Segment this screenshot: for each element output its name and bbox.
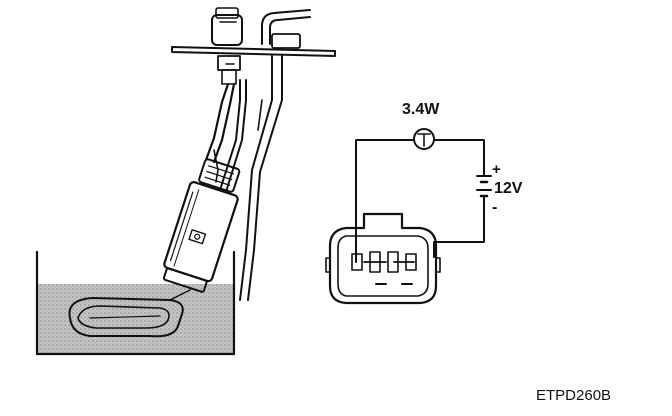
pump-support-rods <box>204 55 283 301</box>
battery-positive-label: + <box>492 161 501 178</box>
tank-outline <box>35 250 236 356</box>
figure-code: ETPD260B <box>536 387 611 404</box>
pump-flange <box>171 7 336 85</box>
lamp-label: 3.4W <box>402 101 440 118</box>
battery-voltage-label: 12V <box>494 180 523 197</box>
fuel-outlet-pipe <box>261 9 311 45</box>
fuel-tank <box>35 250 236 356</box>
battery-negative-label: - <box>492 199 497 216</box>
fuel-pump-body <box>162 158 241 293</box>
fuel-strainer <box>68 289 191 338</box>
pump-connector <box>325 212 441 305</box>
fuel-level <box>37 284 234 354</box>
connector-terminal <box>351 253 363 271</box>
test-circuit-wiring <box>355 139 485 263</box>
battery-icon <box>476 171 492 207</box>
pump-wiring <box>213 149 219 183</box>
flange-connector <box>211 14 243 46</box>
test-lamp-icon <box>413 128 435 150</box>
